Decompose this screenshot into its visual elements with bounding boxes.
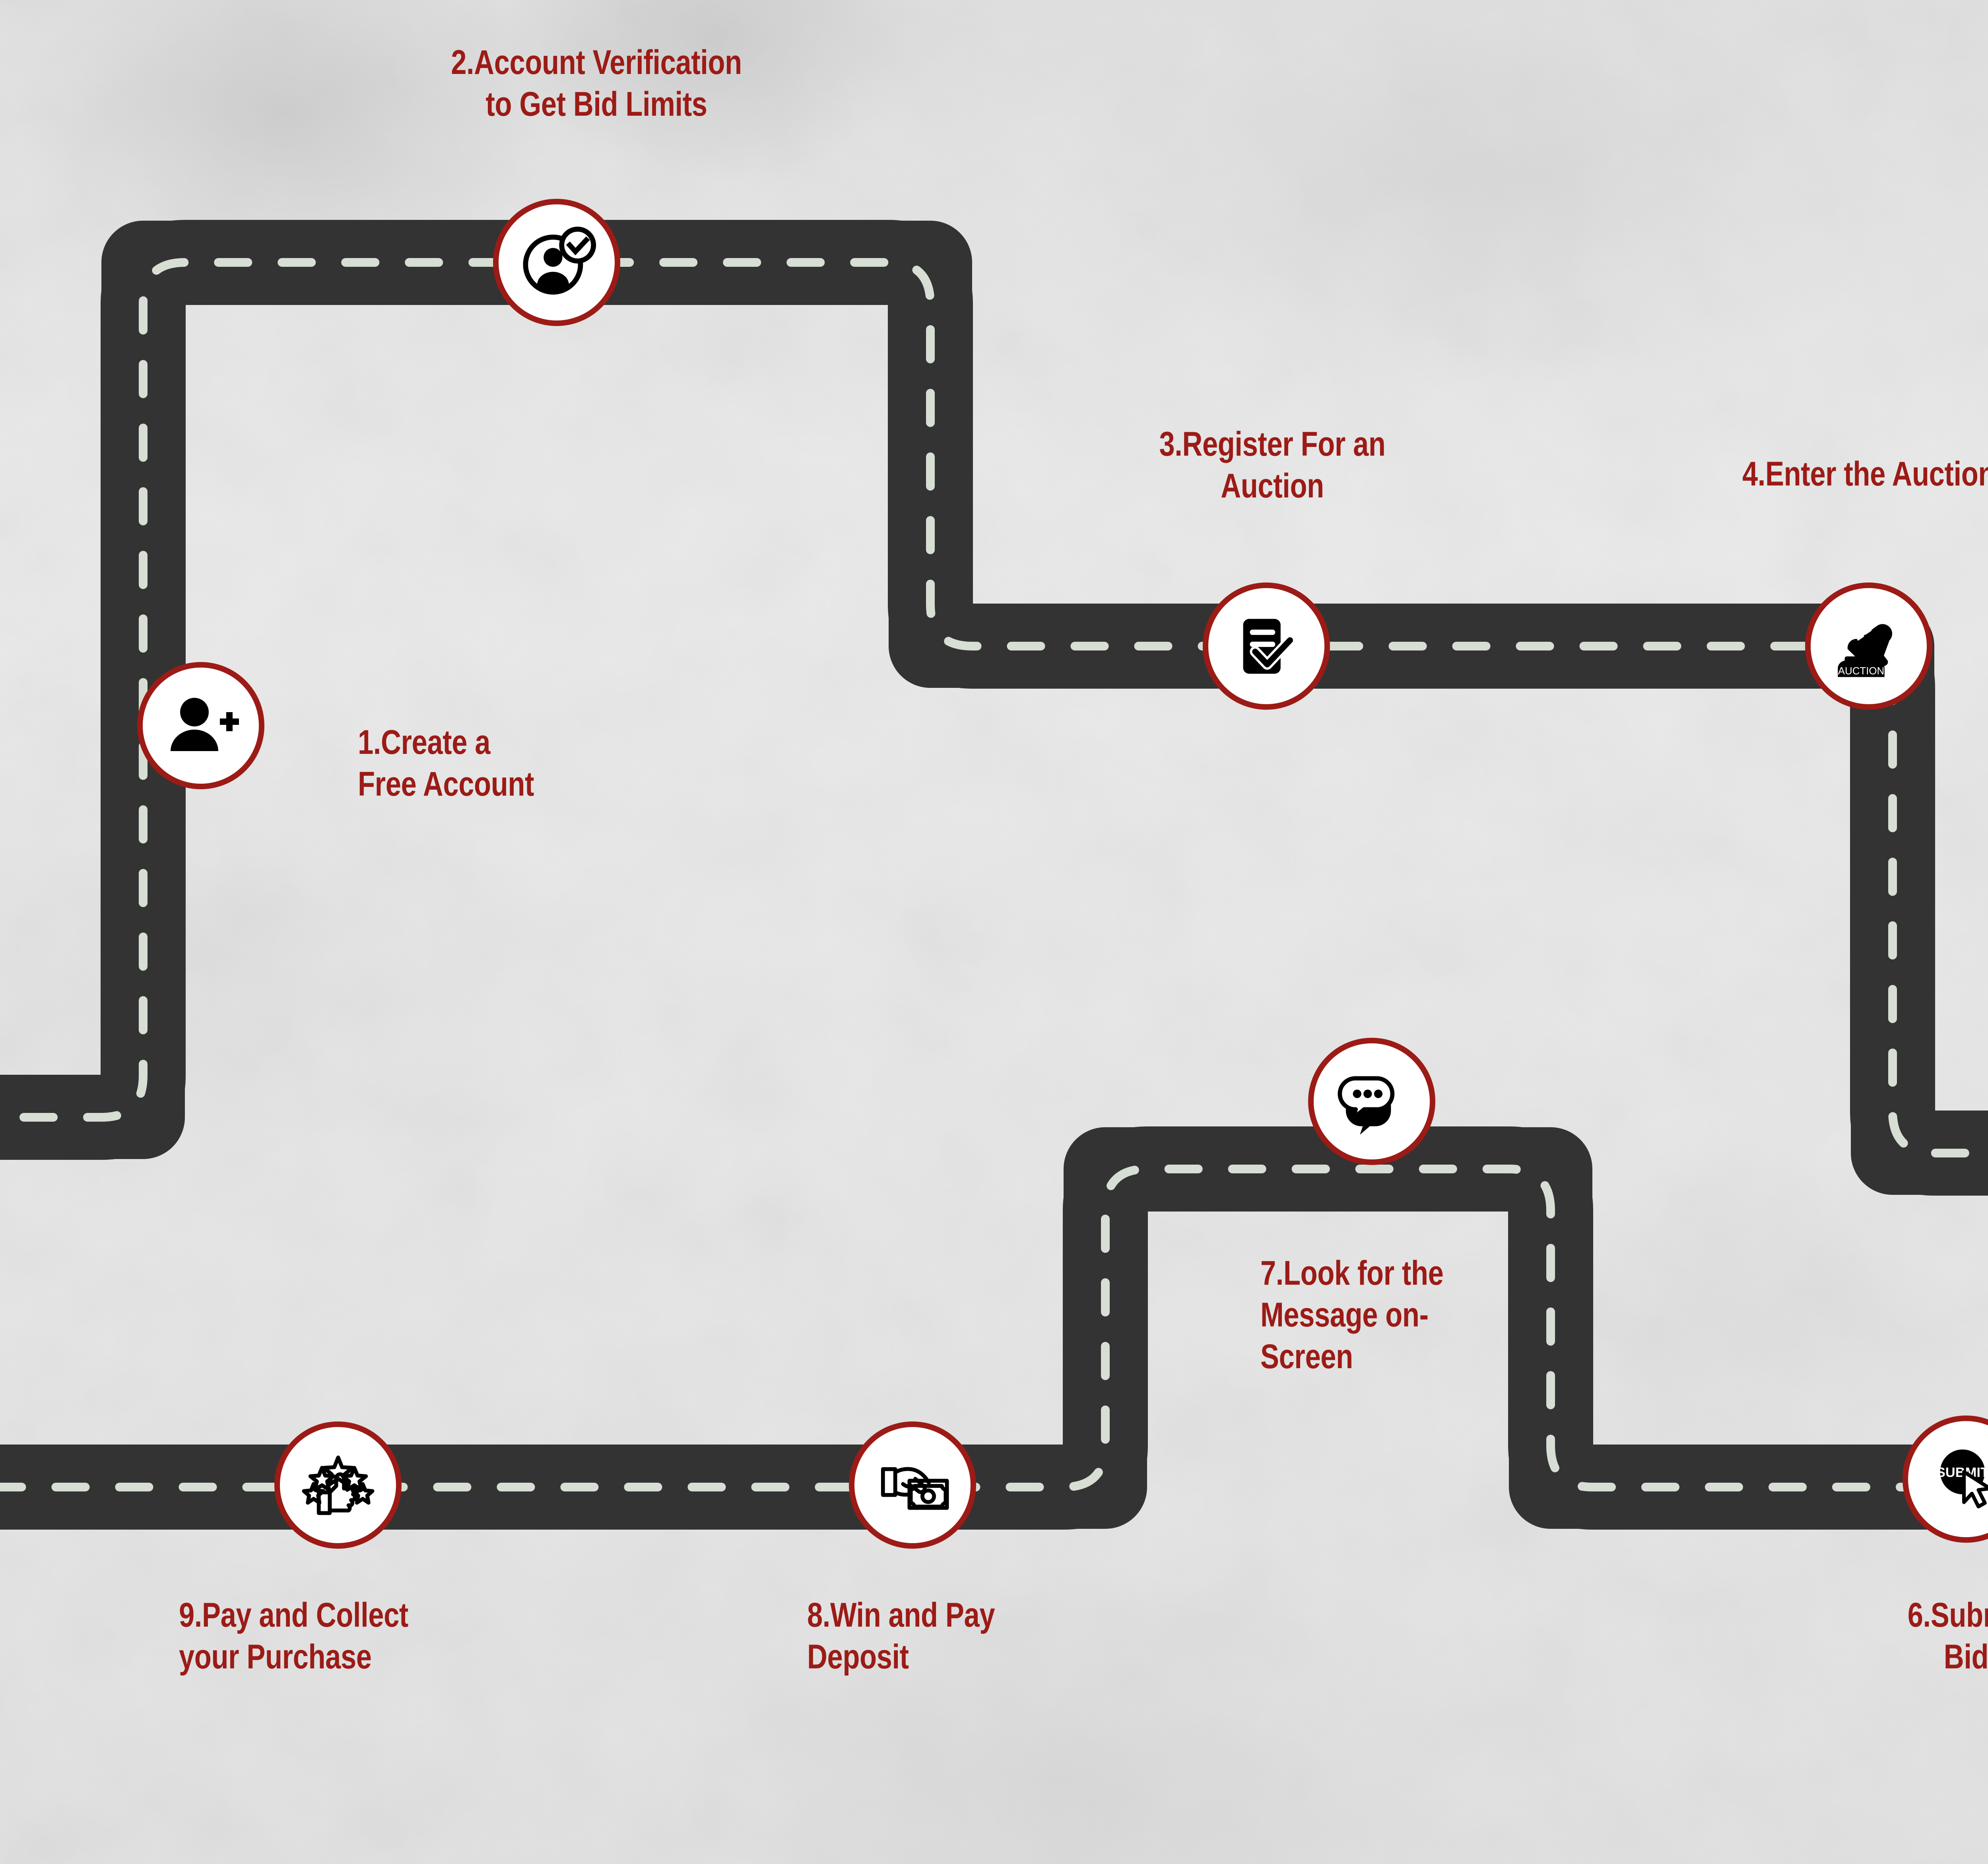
thumbs-up-stars-icon	[302, 1455, 374, 1515]
step-label-9: 9.Pay and Collect your Purchase	[179, 1596, 408, 1676]
step-label-3: 3.Register For an Auction	[1159, 425, 1386, 505]
hand-cash-icon	[881, 1467, 949, 1510]
auction-icon-text: AUCTION	[1838, 666, 1885, 677]
submit-click-icon: SUBMIT	[1936, 1449, 1988, 1509]
step-node-1[interactable]	[137, 662, 264, 789]
step-label-5: 5.Follow the Bidding	[1943, 1076, 1988, 1201]
step-label-1: 1.Create a Free Account	[358, 723, 534, 803]
chat-bubbles-icon	[1338, 1076, 1394, 1135]
step-node-4[interactable]: AUCTION	[1805, 582, 1932, 710]
submit-icon-text: SUBMIT	[1936, 1465, 1988, 1480]
step-label-6: 6.Submit Bid	[1907, 1596, 1988, 1676]
road-center-dashes	[0, 258, 1988, 1491]
document-check-icon	[1243, 619, 1295, 674]
step-label-4: 4.Enter the Auction	[1742, 455, 1988, 493]
user-verified-icon	[523, 227, 596, 295]
step-node-2[interactable]	[493, 199, 620, 326]
step-node-3[interactable]	[1203, 582, 1330, 710]
step-node-7[interactable]	[1308, 1038, 1435, 1165]
step-node-9[interactable]	[274, 1421, 402, 1549]
road-asphalt	[0, 221, 1988, 1529]
step-node-8[interactable]	[849, 1421, 976, 1549]
gavel-auction-icon: AUCTION	[1838, 624, 1893, 677]
step-label-8: 8.Win and Pay Deposit	[807, 1596, 995, 1676]
user-plus-icon	[171, 698, 239, 751]
step-label-2: 2.Account Verification to Get Bid Limits	[451, 43, 742, 123]
step-label-7: 7.Look for the Message on- Screen	[1260, 1254, 1444, 1376]
road-asphalt-rounded	[0, 220, 1988, 1530]
